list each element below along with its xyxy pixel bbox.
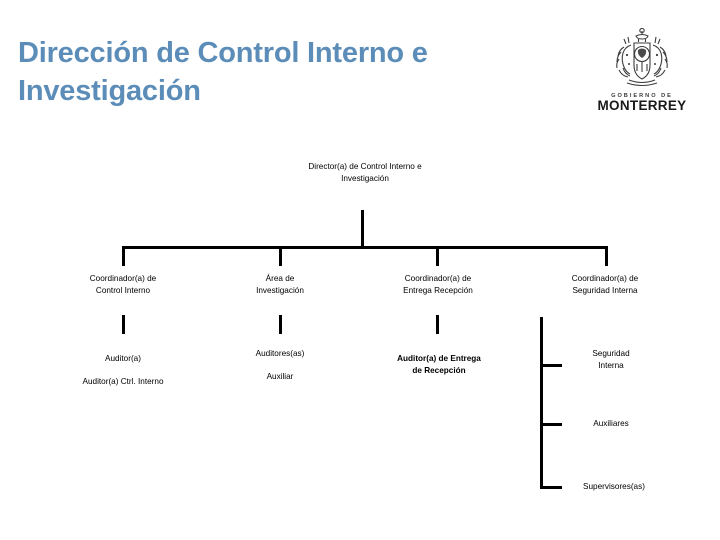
logo-title: MONTERREY: [597, 98, 687, 113]
node-coordinador-seguridad-interna-line2: Seguridad Interna: [572, 285, 638, 295]
node-coordinador-entrega-recepcion-line2: Entrega Recepción: [403, 285, 473, 295]
connector-seguridad-stub-3: [540, 486, 562, 489]
node-auditor-entrega-recepcion-line1: Auditor(a) de Entrega: [397, 354, 481, 363]
node-coordinador-seguridad-interna: Coordinador(a) de Seguridad Interna: [531, 273, 679, 296]
gobierno-de-monterrey-logo: GOBIERNO DE MONTERREY: [596, 28, 688, 116]
node-seguridad-interna-line2: Interna: [598, 360, 624, 370]
connector-level2-bus: [122, 246, 608, 249]
node-director: Director(a) de Control Interno e Investi…: [265, 161, 465, 184]
connector-auditor-entrega-stem: [436, 315, 439, 334]
node-director-line1: Director(a) de Control Interno e: [308, 162, 422, 171]
node-coordinador-seguridad-interna-line1: Coordinador(a) de: [571, 274, 639, 283]
node-auxiliares-line1: Auxiliares: [593, 419, 629, 428]
connector-seguridad-stub-1: [540, 364, 562, 367]
node-auditores-auxiliar-line1: Auditores(as): [255, 349, 305, 358]
monterrey-crest-icon: [616, 28, 668, 87]
connector-director-stem: [361, 210, 364, 248]
node-auditores-auxiliar-spacer: [224, 360, 336, 371]
connector-drop-area-investigacion: [279, 246, 282, 266]
node-coordinador-control-interno: Coordinador(a) de Control Interno: [52, 273, 194, 296]
connector-auditor-ctrl-stem: [122, 315, 125, 334]
node-supervisores-line1: Supervisores(as): [583, 482, 645, 491]
connector-drop-entrega-recepcion: [436, 246, 439, 266]
node-auditor-control-interno: Auditor(a) Auditor(a) Ctrl. Interno: [48, 353, 198, 387]
node-auditores-auxiliar-line2: Auxiliar: [266, 371, 294, 381]
connector-drop-control-interno: [122, 246, 125, 266]
node-coordinador-entrega-recepcion: Coordinador(a) de Entrega Recepción: [367, 273, 509, 296]
node-coordinador-control-interno-line2: Control Interno: [95, 285, 151, 295]
node-coordinador-entrega-recepcion-line1: Coordinador(a) de: [404, 274, 472, 283]
connector-seguridad-spine: [540, 317, 543, 489]
connector-auditores-stem: [279, 315, 282, 334]
node-auditor-control-interno-line2: Auditor(a) Ctrl. Interno: [82, 376, 164, 386]
node-auditor-control-interno-spacer: [48, 365, 198, 376]
node-auxiliares: Auxiliares: [572, 418, 650, 430]
node-auditor-control-interno-line1: Auditor(a): [105, 354, 141, 363]
node-area-investigacion-line1: Área de: [265, 274, 295, 283]
page-title: Dirección de Control Interno e Investiga…: [18, 37, 428, 107]
node-supervisores: Supervisores(as): [566, 481, 662, 493]
node-area-investigacion: Área de Investigación: [214, 273, 346, 296]
logo-subtitle: GOBIERNO DE: [611, 93, 673, 99]
node-auditores-auxiliar: Auditores(as) Auxiliar: [224, 348, 336, 382]
connector-seguridad-stub-2: [540, 423, 562, 426]
node-auditor-entrega-recepcion: Auditor(a) de Entrega de Recepción: [372, 353, 506, 376]
node-seguridad-interna-line1: Seguridad: [592, 349, 630, 358]
node-seguridad-interna: Seguridad Interna: [572, 348, 650, 371]
node-director-line2: Investigación: [341, 173, 389, 183]
node-area-investigacion-line2: Investigación: [256, 285, 304, 295]
node-auditor-entrega-recepcion-line2: de Recepción: [412, 365, 466, 375]
node-coordinador-control-interno-line1: Coordinador(a) de: [89, 274, 157, 283]
connector-drop-seguridad-interna: [605, 246, 608, 266]
